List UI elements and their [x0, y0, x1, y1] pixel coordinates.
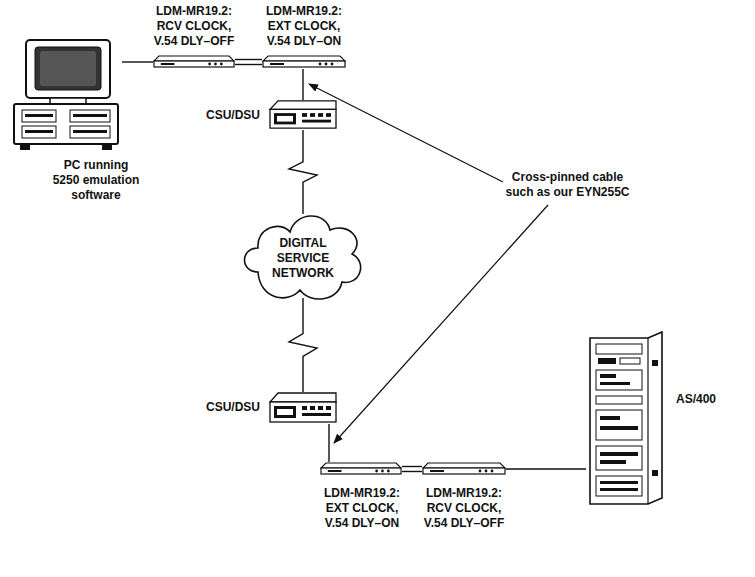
leader-line	[334, 205, 548, 443]
cable	[303, 69, 304, 100]
pc-workstation: PC running 5250 emulation software	[10, 38, 122, 153]
pc-illustration	[10, 38, 122, 153]
cable	[122, 62, 153, 63]
wire	[328, 424, 329, 462]
wire	[506, 468, 586, 469]
device-label: PC running 5250 emulation software	[50, 158, 142, 203]
wire	[302, 69, 303, 100]
cable	[329, 424, 330, 462]
leader-line	[309, 84, 503, 182]
as400-server: AS/400	[586, 330, 666, 508]
line-driver: LDM-MR19.2: EXT CLOCK, V.54 DLY–ON	[320, 462, 402, 476]
wire	[235, 59, 262, 60]
callout-note: Cross-pinned cable such as our EYN255C	[500, 170, 635, 200]
cable	[235, 60, 262, 65]
digital-line	[289, 130, 317, 214]
device-label: AS/400	[676, 392, 740, 407]
csu-dsu: CSU/DSU	[268, 392, 338, 424]
modem-illustration	[422, 462, 506, 476]
wire	[402, 466, 422, 467]
device-label: LDM-MR19.2: EXT CLOCK, V.54 DLY–ON	[258, 4, 350, 49]
wire	[289, 298, 317, 392]
network-cloud: DIGITAL SERVICE NETWORK	[238, 210, 368, 302]
modem-illustration	[153, 55, 235, 69]
modem-illustration	[320, 462, 402, 476]
as400-illustration	[586, 330, 666, 508]
csu-dsu-illustration	[268, 100, 338, 130]
line-driver: LDM-MR19.2: RCV CLOCK, V.54 DLY–OFF	[153, 55, 235, 69]
wire	[122, 61, 153, 62]
csu-dsu-illustration	[268, 392, 338, 424]
line-driver: LDM-MR19.2: RCV CLOCK, V.54 DLY–OFF	[422, 462, 506, 476]
csu-dsu: CSU/DSU	[268, 100, 338, 130]
device-label: LDM-MR19.2: EXT CLOCK, V.54 DLY–ON	[316, 486, 408, 531]
cable	[506, 469, 586, 470]
device-label: LDM-MR19.2: RCV CLOCK, V.54 DLY–OFF	[148, 4, 240, 49]
cloud-label: DIGITAL SERVICE NETWORK	[265, 236, 341, 281]
wire	[289, 130, 317, 214]
line-driver: LDM-MR19.2: EXT CLOCK, V.54 DLY–ON	[262, 55, 346, 69]
device-label: CSU/DSU	[178, 400, 260, 415]
cable	[402, 467, 422, 472]
device-label: CSU/DSU	[178, 108, 260, 123]
device-label: LDM-MR19.2: RCV CLOCK, V.54 DLY–OFF	[418, 486, 510, 531]
digital-line	[289, 298, 317, 392]
wire	[402, 471, 422, 472]
modem-illustration	[262, 55, 346, 69]
wire	[235, 64, 262, 65]
